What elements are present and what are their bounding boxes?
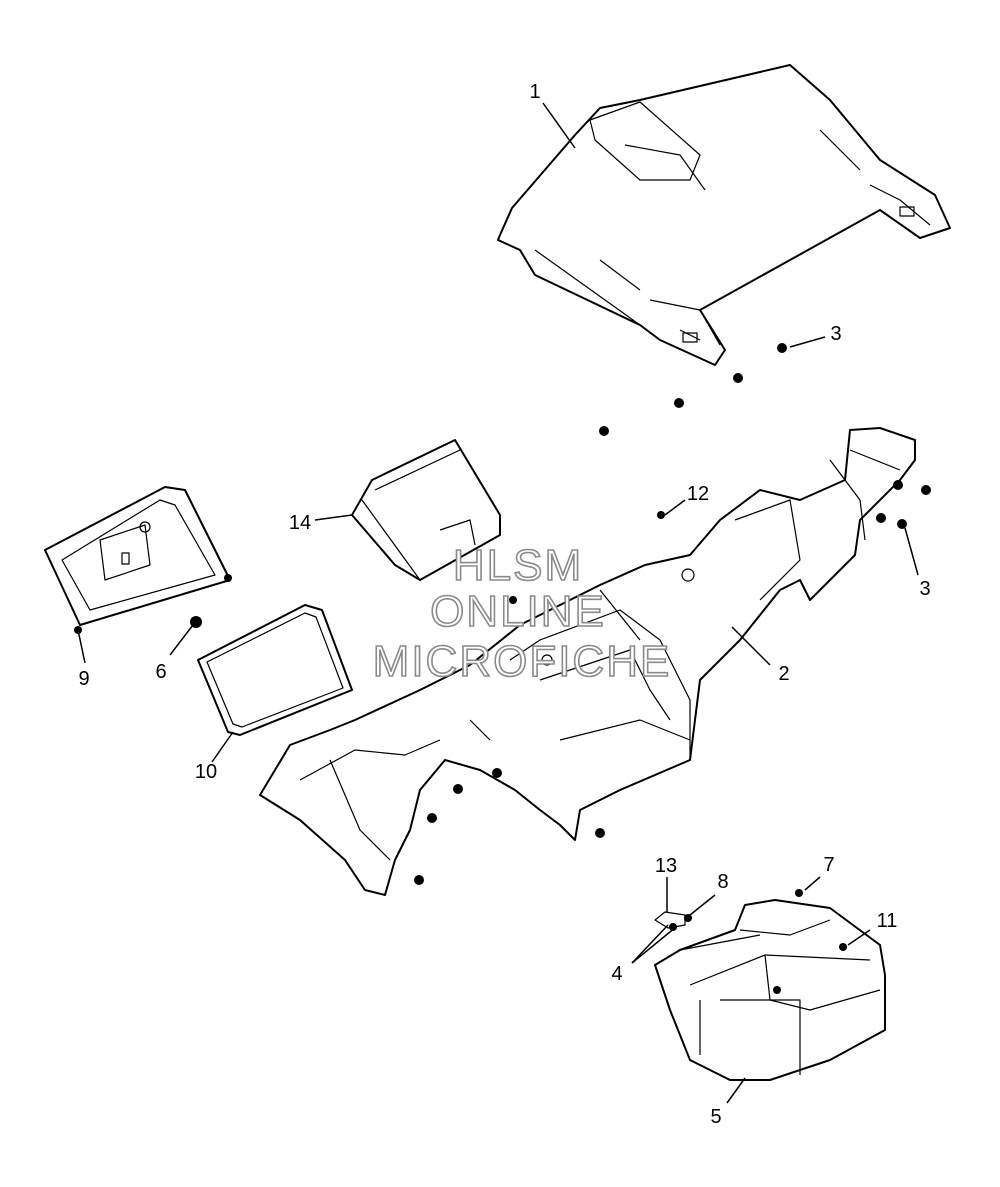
callout-3-right: 3 xyxy=(919,578,930,600)
main-dash-panel xyxy=(259,427,916,896)
watermark: HLSM ONLINE MICROFICHE xyxy=(372,540,672,687)
watermark-line-2: ONLINE xyxy=(430,587,606,636)
fastener-clips xyxy=(74,343,931,994)
watermark-line-3: MICROFICHE xyxy=(373,637,672,686)
callout-12: 12 xyxy=(687,483,709,505)
callout-14: 14 xyxy=(289,512,311,534)
lower-storage-box xyxy=(654,899,886,1081)
callout-9: 9 xyxy=(78,668,89,690)
callout-2: 2 xyxy=(778,663,789,685)
callout-13: 13 xyxy=(655,855,677,877)
callout-10: 10 xyxy=(195,761,217,783)
gasket-frame xyxy=(197,604,353,736)
small-cover-panel xyxy=(44,486,231,626)
leader-lines xyxy=(77,102,919,1104)
storage-box xyxy=(351,439,501,581)
callout-5: 5 xyxy=(710,1106,721,1128)
upper-cover-panel xyxy=(497,64,951,366)
callout-11: 11 xyxy=(877,910,898,932)
callout-6: 6 xyxy=(155,661,166,683)
callout-3-upper: 3 xyxy=(830,323,841,345)
watermark-line-1: HLSM xyxy=(453,541,583,590)
callout-7: 7 xyxy=(823,854,834,876)
callout-4: 4 xyxy=(611,963,622,985)
callout-1: 1 xyxy=(529,81,540,103)
callout-8: 8 xyxy=(717,871,728,893)
callout-numbers: 1 2 3 3 4 5 6 7 8 9 10 11 12 13 14 xyxy=(78,81,930,1128)
